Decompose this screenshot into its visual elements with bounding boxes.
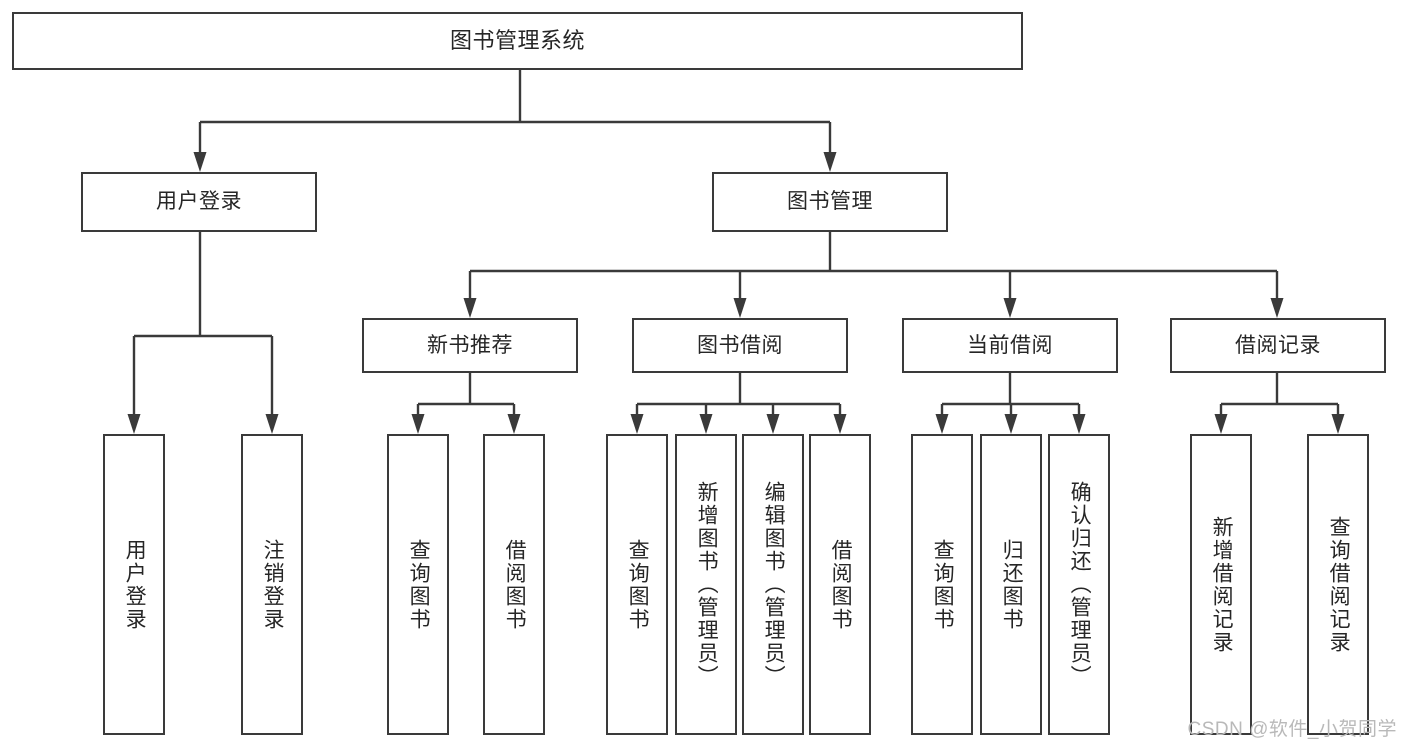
node-leaf-logout[interactable]: 注销登录	[241, 434, 303, 735]
arrow-head-icon	[823, 152, 837, 172]
node-leaf-return-book[interactable]: 归还图书	[980, 434, 1042, 735]
node-label-leaf-logout: 注销登录	[261, 538, 285, 631]
node-leaf-query-book-1[interactable]: 查询图书	[387, 434, 449, 735]
arrow-head-icon	[733, 298, 747, 318]
node-user-login[interactable]: 用户登录	[81, 172, 317, 232]
conn-current	[935, 373, 1086, 434]
node-label-leaf-return-book: 归还图书	[1000, 538, 1024, 631]
arrow-head-icon	[1004, 414, 1018, 434]
node-leaf-edit-book[interactable]: 编辑图书（管理员）	[742, 434, 804, 735]
arrow-head-icon	[935, 414, 949, 434]
watermark-text: CSDN @软件_小贺同学	[1187, 719, 1397, 740]
node-label-leaf-query-book-1: 查询图书	[407, 538, 431, 631]
conn-recommend	[411, 373, 521, 434]
node-leaf-query-book-3[interactable]: 查询图书	[911, 434, 973, 735]
arrow-head-icon	[833, 414, 847, 434]
node-leaf-query-book-2[interactable]: 查询图书	[606, 434, 668, 735]
conn-user-split	[127, 232, 279, 434]
node-book-management[interactable]: 图书管理	[712, 172, 948, 232]
node-root[interactable]: 图书管理系统	[12, 12, 1023, 70]
node-label-leaf-add-record: 新增借阅记录	[1210, 515, 1234, 654]
node-label-user-login: 用户登录	[156, 190, 242, 214]
arrow-head-icon	[699, 414, 713, 434]
arrow-head-icon	[1003, 298, 1017, 318]
node-label-root: 图书管理系统	[449, 27, 585, 53]
node-label-book-management: 图书管理	[787, 190, 873, 214]
arrow-head-icon	[1270, 298, 1284, 318]
node-leaf-add-book[interactable]: 新增图书（管理员）	[675, 434, 737, 735]
node-book-borrow[interactable]: 图书借阅	[632, 318, 848, 373]
node-label-new-book-recommend: 新书推荐	[427, 333, 513, 357]
node-new-book-recommend[interactable]: 新书推荐	[362, 318, 578, 373]
node-leaf-borrow-book-2[interactable]: 借阅图书	[809, 434, 871, 735]
arrow-head-icon	[193, 152, 207, 172]
node-label-leaf-borrow-book-1: 借阅图书	[503, 538, 527, 631]
arrow-head-icon	[630, 414, 644, 434]
arrow-head-icon	[1331, 414, 1345, 434]
node-label-book-borrow: 图书借阅	[697, 333, 783, 357]
conn-root-split	[193, 70, 837, 172]
arrow-head-icon	[127, 414, 141, 434]
conn-book-split	[463, 232, 1284, 318]
node-current-borrow[interactable]: 当前借阅	[902, 318, 1118, 373]
node-borrow-record[interactable]: 借阅记录	[1170, 318, 1386, 373]
arrow-head-icon	[1072, 414, 1086, 434]
node-label-leaf-edit-book: 编辑图书（管理员）	[762, 481, 786, 688]
node-label-leaf-query-record: 查询借阅记录	[1327, 515, 1351, 654]
node-leaf-borrow-book-1[interactable]: 借阅图书	[483, 434, 545, 735]
node-label-leaf-add-book: 新增图书（管理员）	[695, 481, 719, 688]
node-label-leaf-confirm-return: 确认归还（管理员）	[1068, 481, 1092, 688]
conn-borrow	[630, 373, 847, 434]
arrow-head-icon	[411, 414, 425, 434]
node-label-leaf-user-login: 用户登录	[123, 538, 147, 631]
node-label-leaf-borrow-book-2: 借阅图书	[829, 538, 853, 631]
node-leaf-add-record[interactable]: 新增借阅记录	[1190, 434, 1252, 735]
node-label-leaf-query-book-3: 查询图书	[931, 538, 955, 631]
node-leaf-user-login[interactable]: 用户登录	[103, 434, 165, 735]
node-leaf-query-record[interactable]: 查询借阅记录	[1307, 434, 1369, 735]
conn-record	[1214, 373, 1345, 434]
arrow-head-icon	[463, 298, 477, 318]
arrow-head-icon	[265, 414, 279, 434]
arrow-head-icon	[507, 414, 521, 434]
node-label-leaf-query-book-2: 查询图书	[626, 538, 650, 631]
arrow-head-icon	[766, 414, 780, 434]
arrow-head-icon	[1214, 414, 1228, 434]
node-label-borrow-record: 借阅记录	[1235, 333, 1321, 357]
node-leaf-confirm-return[interactable]: 确认归还（管理员）	[1048, 434, 1110, 735]
node-label-current-borrow: 当前借阅	[967, 333, 1053, 357]
